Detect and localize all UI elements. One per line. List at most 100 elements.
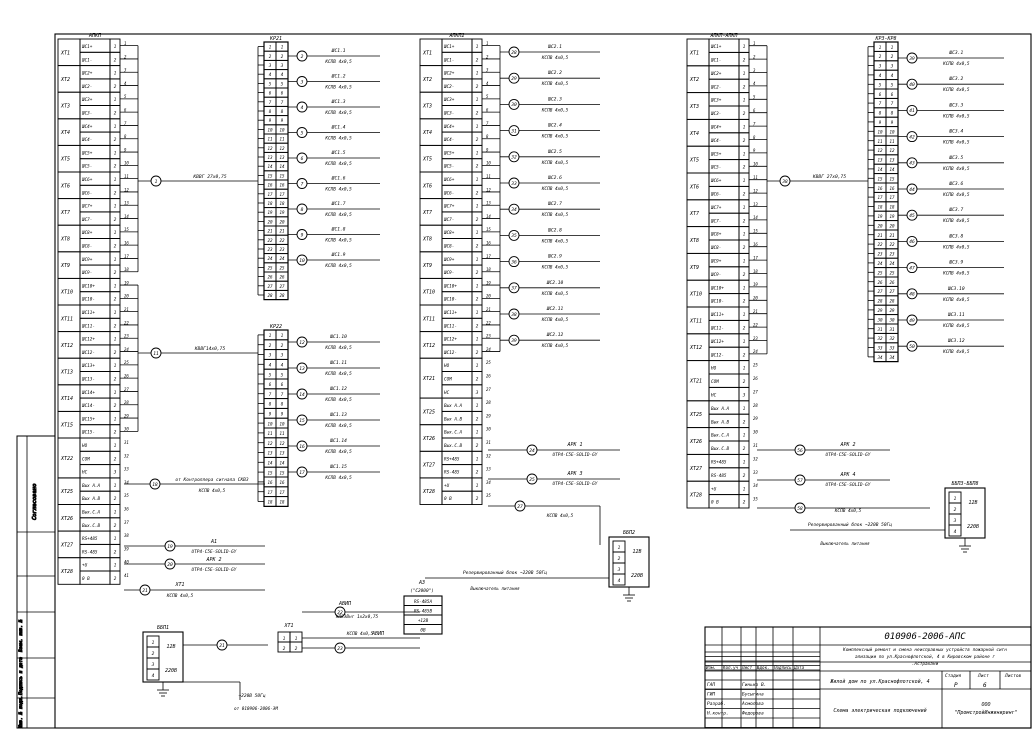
panel-pin-number: 2 (114, 190, 117, 196)
panel-wire-number: 20 (124, 294, 129, 299)
panel-xt-label: ХТ10 (60, 290, 73, 296)
wire-number: 21 (219, 643, 225, 649)
panel-terminal-label: ШС8- (710, 245, 721, 251)
psu-pin-number: 4 (618, 578, 621, 584)
psu-output-label: 12В (968, 500, 977, 506)
panel-pin-number: 1 (743, 151, 746, 157)
panel-pin-number: 2 (114, 456, 117, 462)
panel-wire-number: 36 (123, 506, 129, 511)
panel-xt-label: ХТ3 (689, 104, 699, 110)
cable-label: КСПВ 4х0,5 (834, 508, 862, 514)
panel-terminal-label: ШС11- (81, 323, 95, 329)
loop-cable-label: КСПВ 4х0,5 (324, 475, 352, 481)
wire-number: 10 (299, 258, 305, 264)
wire-number: 49 (909, 318, 915, 324)
wire-number: 32 (510, 155, 517, 161)
junction-box-title: КР22 (269, 324, 282, 330)
panel-wire-number: 2 (753, 54, 756, 59)
loop-cable-label: КСПВ 4х0,5 (541, 238, 569, 244)
panel-wire-number: 31 (752, 443, 758, 448)
panel-wire-number: 24 (124, 347, 129, 352)
panel-xt-label: ХТ12 (422, 343, 435, 349)
junction-pin-number: 13 (279, 451, 285, 456)
panel-wire-number: 23 (124, 334, 129, 339)
loop-number-circle (906, 52, 918, 64)
wire-number: 16 (299, 444, 305, 450)
loop-label: ШС3.8 (948, 233, 963, 239)
cable-label: КСПВ 4х0,5 (346, 631, 374, 637)
loop-label: ШС1.10 (329, 334, 347, 340)
loop-number-circle (906, 78, 918, 90)
loop-label: ШС3.3 (948, 102, 963, 108)
panel-wire-number: 12 (486, 187, 491, 192)
trunk-number-circle (150, 347, 162, 359)
panel-wire-number: 34 (752, 483, 758, 488)
panel-wire-number: 9 (486, 147, 489, 152)
panel-pin-number: 1 (114, 510, 117, 516)
panel-terminal-label: ШС5+ (81, 150, 93, 156)
junction-pin-number: 27 (877, 289, 883, 294)
panel-xt-label: ХТ9 (60, 263, 70, 269)
device-label: АВИП (371, 631, 385, 637)
loop-label: ШС3.9 (948, 260, 963, 266)
junction-pin-number: 10 (877, 129, 883, 134)
panel-terminal-label: ШС10- (81, 297, 95, 303)
panel-pin-number: 1 (476, 177, 479, 183)
panel-terminal-label: ШС9+ (81, 257, 93, 263)
loop-cable-label: КСПВ 4х0,5 (942, 61, 970, 67)
wire-number: 43 (909, 161, 915, 167)
junction-pin-number: 15 (279, 173, 285, 178)
loop-number-circle (296, 388, 308, 400)
junction-pin-number: 24 (279, 256, 285, 261)
panel-wire-number: 41 (124, 573, 129, 578)
stamp-role: Разраб. (707, 700, 726, 707)
loop-number-circle (508, 203, 520, 215)
wire-number: 22 (337, 610, 343, 616)
panel-pin-number: 1 (114, 44, 117, 50)
panel-terminal-label: ШС4- (81, 137, 92, 143)
panel-wire-number: 27 (124, 387, 129, 392)
wire-number: 18 (152, 482, 158, 488)
wire-number: 56 (797, 448, 803, 454)
junction-pin-number: 7 (891, 101, 894, 106)
stamp-description: .Астрахани (912, 661, 939, 667)
psu-pin-number: 1 (954, 496, 957, 502)
cable-label: UTP4-C5E-SOLID-GY (826, 482, 871, 488)
panel-xt-label: ХТ27 (422, 463, 435, 469)
panel-wire-number: 19 (753, 282, 758, 287)
panel-pin-number: 2 (743, 245, 746, 251)
wire-number: 46 (909, 239, 915, 245)
panel-wire-number: 25 (753, 363, 758, 368)
junction-box-border (263, 329, 289, 507)
wire-number: 47 (909, 265, 915, 271)
panel-wire-number: 35 (752, 497, 758, 502)
panel-terminal-label: ШС14+ (81, 390, 95, 396)
wires (120, 45, 1004, 700)
panel-pin-number: 1 (743, 433, 746, 439)
junction-pin-number: 6 (879, 92, 882, 97)
psu-input-label: 220В (631, 573, 643, 579)
junction-pin-number: 17 (279, 490, 285, 495)
wire-number: 3 (300, 79, 304, 85)
panel-wire-number: 31 (485, 440, 491, 445)
panel-xt-label: ХТ26 (422, 436, 435, 442)
panel-wire-number: 37 (123, 520, 129, 525)
panel-pin-number: 1 (476, 483, 479, 489)
panel-xt-label: ХТ28 (422, 489, 435, 495)
junction-pin-number: 22 (889, 242, 895, 247)
panel-pin-number: 2 (476, 111, 479, 117)
junction-pin-number: 27 (889, 289, 895, 294)
panel-wire-number: 28 (124, 400, 129, 405)
panel-terminal-label: ШС15- (81, 430, 95, 436)
junction-pin-number: 25 (267, 265, 273, 270)
junction-pin-number: 10 (279, 127, 285, 132)
panel-pin-number: 3 (113, 470, 117, 476)
junction-pin-number: 31 (876, 327, 882, 332)
panel-pin-number: 2 (114, 496, 117, 502)
loop-number-circle (906, 288, 918, 300)
wire-number: 42 (909, 134, 915, 140)
panel-terminal-label: ШС8+ (443, 230, 455, 236)
panel-terminal-label: Вых.С.В (444, 443, 463, 449)
panel-pin-number: 2 (114, 576, 117, 582)
